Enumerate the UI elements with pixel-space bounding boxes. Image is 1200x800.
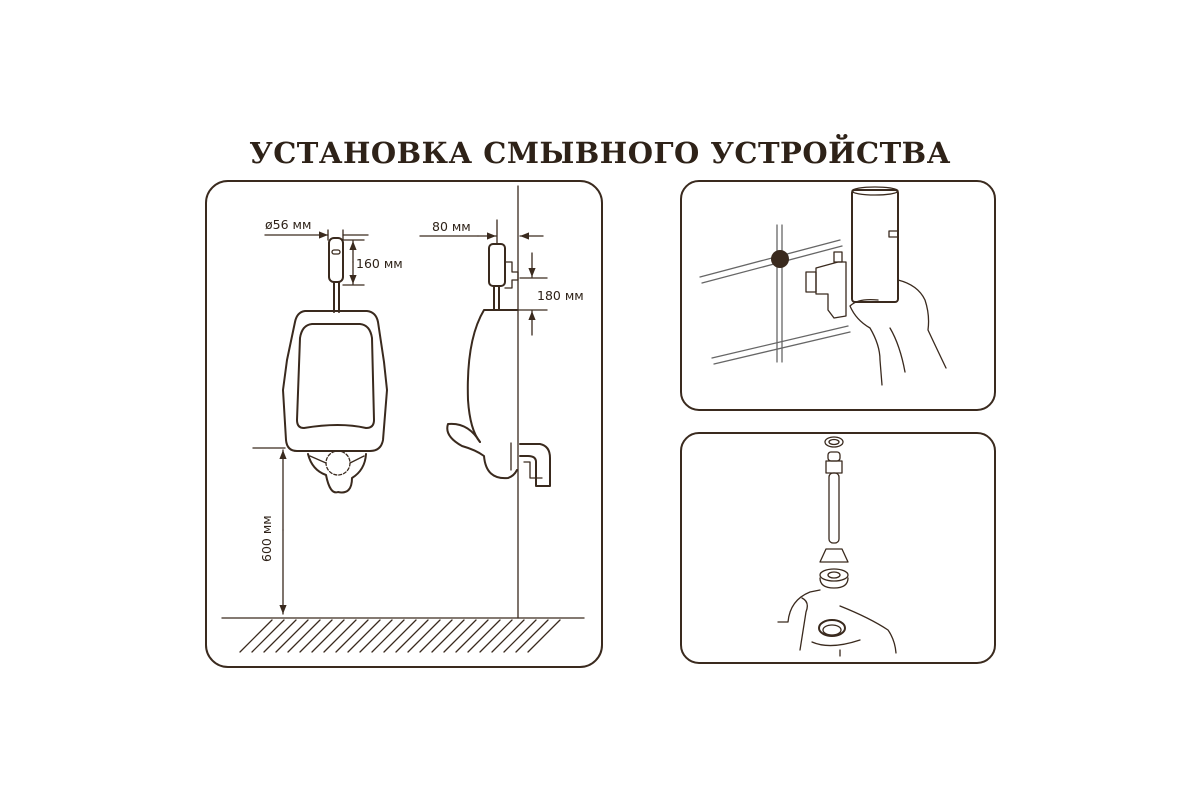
toilet-tank-top xyxy=(777,589,897,657)
hatch-line xyxy=(347,619,381,653)
hatch-line xyxy=(455,619,489,653)
hand-icon xyxy=(849,279,947,386)
hatch-line xyxy=(371,619,405,653)
hatch-line xyxy=(515,619,549,653)
side-urinal xyxy=(446,309,551,487)
front-height-label: 160 мм xyxy=(356,256,403,271)
hatch-line xyxy=(431,619,465,653)
hatch-line xyxy=(407,619,441,653)
hatch-line xyxy=(299,619,333,653)
front-urinal xyxy=(282,310,388,494)
hatch-line xyxy=(491,619,525,653)
hatch-line xyxy=(335,619,369,653)
diameter-label: ø56 мм xyxy=(265,217,311,232)
hatch-line xyxy=(419,619,453,653)
hatch-line xyxy=(359,619,393,653)
hatch-line xyxy=(383,619,417,653)
hatch-line xyxy=(323,619,357,653)
hatch-line xyxy=(239,619,273,653)
hatch-line xyxy=(275,619,309,653)
pipe-thread-icon xyxy=(771,250,789,268)
side-height-label: 180 мм xyxy=(537,288,584,303)
side-offset-label: 80 мм xyxy=(432,219,471,234)
valve-fitting xyxy=(805,251,847,319)
hatch-line xyxy=(311,619,345,653)
hatch-line xyxy=(467,619,501,653)
front-flush-valve xyxy=(328,237,344,313)
floor-hatch xyxy=(221,617,585,653)
hatch-line xyxy=(287,619,321,653)
pipe-connection-panel xyxy=(680,432,996,664)
hatch-line xyxy=(251,619,285,653)
hatch-line xyxy=(479,619,513,653)
side-flush-valve xyxy=(488,243,519,311)
valve-mounting-panel xyxy=(680,180,996,411)
page-title: УСТАНОВКА СМЫВНОГО УСТРОЙСТВА xyxy=(249,136,951,170)
hatch-line xyxy=(443,619,477,653)
pipe-assembly xyxy=(819,436,849,589)
flush-valve-cylinder xyxy=(851,186,899,303)
hatch-line xyxy=(503,619,537,653)
hatch-line xyxy=(527,619,561,653)
hatch-line xyxy=(395,619,429,653)
floor-height-label: 600 мм xyxy=(259,515,274,562)
hatch-line xyxy=(263,619,297,653)
dimensions-panel: ø56 мм 160 мм 600 мм xyxy=(205,180,603,668)
